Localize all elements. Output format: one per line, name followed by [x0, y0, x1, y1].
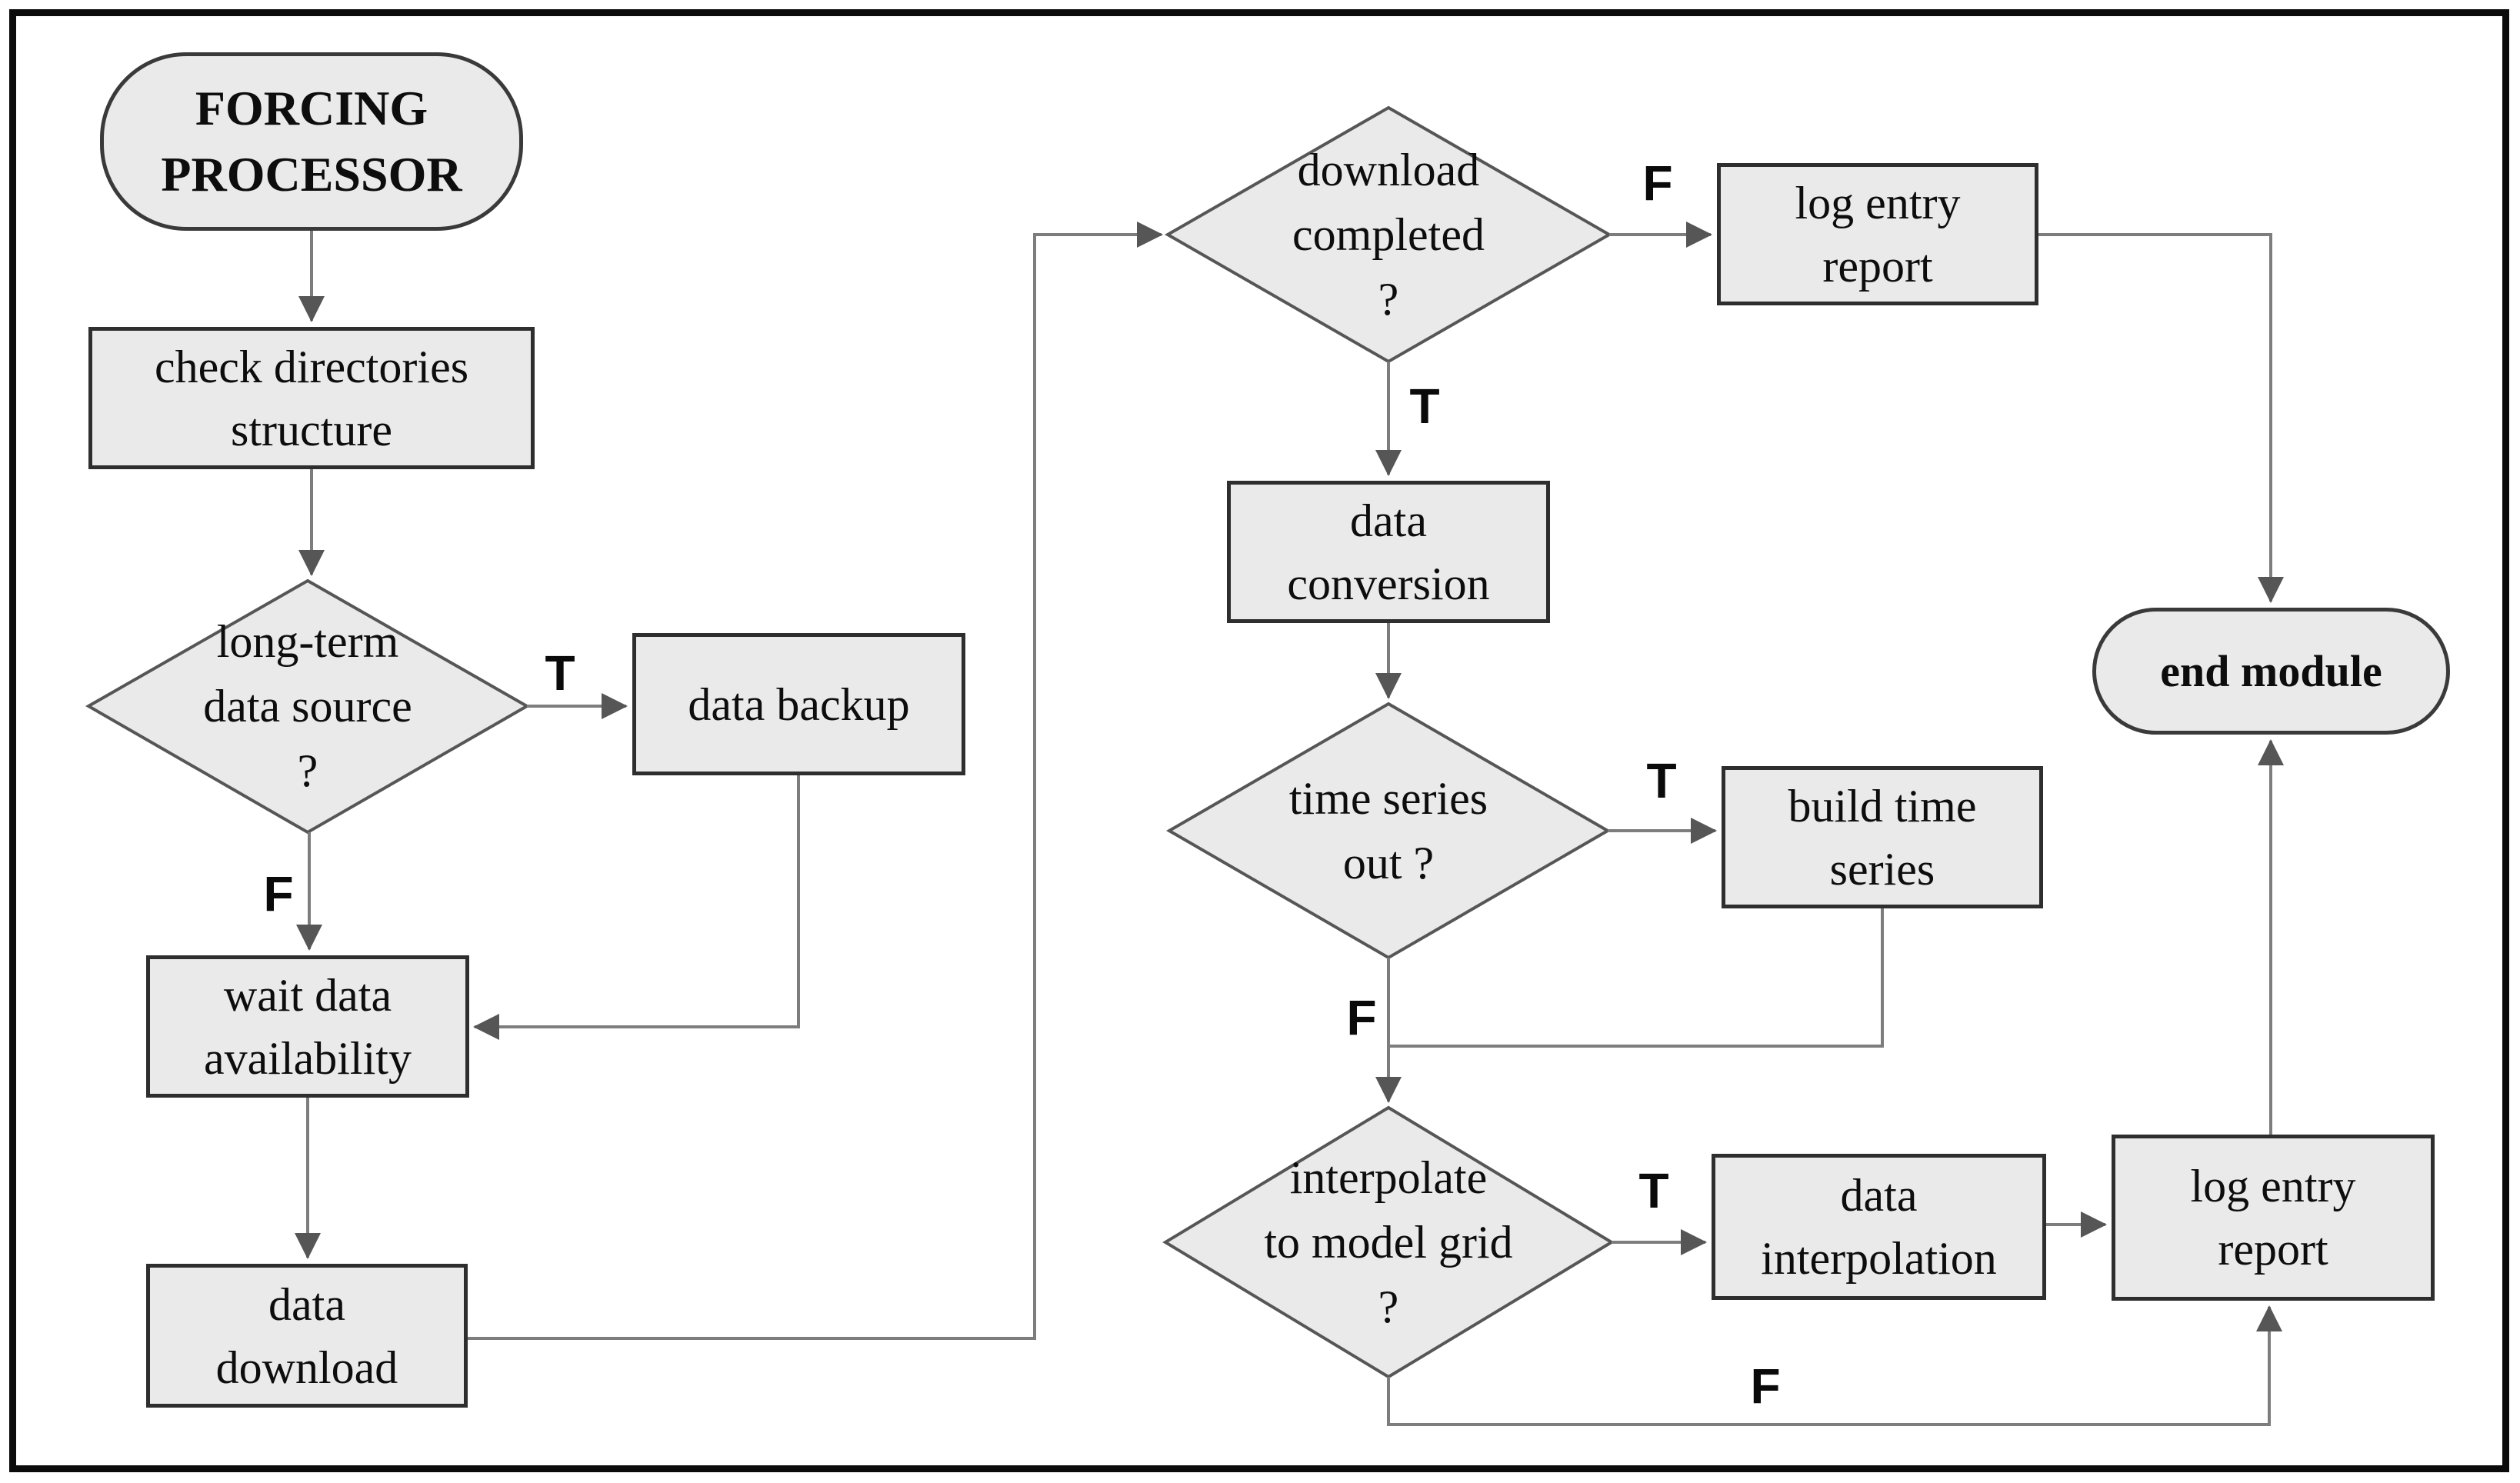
node-log-entry-report-bottom: log entry report: [2112, 1135, 2435, 1301]
node-check-directories-structure: check directories structure: [88, 327, 535, 469]
node-data-interpolation: data interpolation: [1712, 1154, 2046, 1300]
outer-frame: [9, 9, 2509, 1472]
node-build-time-series: build time series: [1722, 766, 2043, 908]
node-forcing-processor: FORCING PROCESSOR: [100, 52, 523, 231]
node-end-module: end module: [2092, 608, 2450, 735]
edge-buildts-merge-to-interpolate: [1390, 908, 1884, 1048]
branch-label-timeseries-false: F: [1346, 990, 1377, 1045]
node-wait-data-availability: wait data availability: [146, 955, 469, 1098]
edge-download-to-completed: [468, 222, 1163, 1340]
branch-label-timeseries-true: T: [1646, 753, 1677, 808]
branch-label-completed-true: T: [1409, 378, 1440, 434]
branch-label-completed-false: F: [1642, 155, 1673, 211]
node-data-conversion: data conversion: [1227, 481, 1550, 623]
edge-log1-to-end: [2038, 233, 2284, 603]
edge-interpolate-false-to-log2: [1387, 1305, 2282, 1426]
node-data-backup: data backup: [632, 633, 965, 775]
branch-label-interpolate-true: T: [1638, 1163, 1669, 1218]
branch-label-interpolate-false: F: [1750, 1358, 1781, 1414]
branch-label-longterm-false: F: [263, 866, 294, 921]
branch-label-longterm-true: T: [545, 645, 575, 701]
edge-backup-to-wait: [473, 775, 800, 1040]
node-log-entry-report-top: log entry report: [1717, 163, 2038, 305]
node-data-download: data download: [146, 1264, 468, 1408]
